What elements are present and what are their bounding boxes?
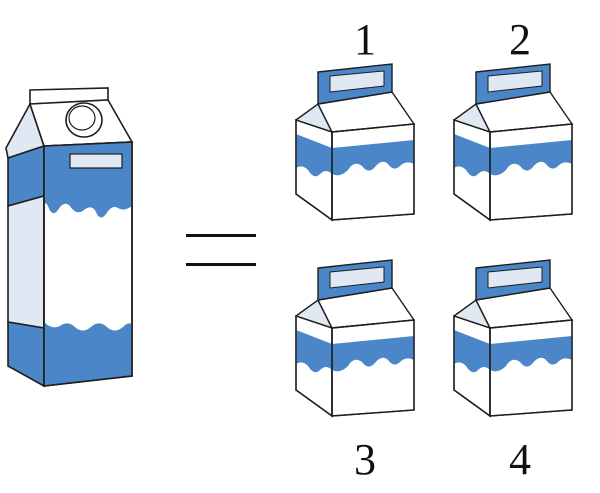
large-milk-carton-icon	[5, 87, 134, 388]
small-milk-carton-icon-3	[295, 259, 415, 417]
carton-label-1: 1	[354, 15, 376, 64]
equals-sign-icon	[186, 234, 256, 266]
small-milk-carton-icon-4	[453, 259, 573, 417]
carton-label-2: 2	[509, 15, 531, 64]
small-milk-carton-icon-2	[453, 63, 573, 221]
small-milk-carton-icon-1	[295, 63, 415, 221]
carton-label-4: 4	[509, 435, 531, 484]
carton-label-3: 3	[354, 435, 376, 484]
